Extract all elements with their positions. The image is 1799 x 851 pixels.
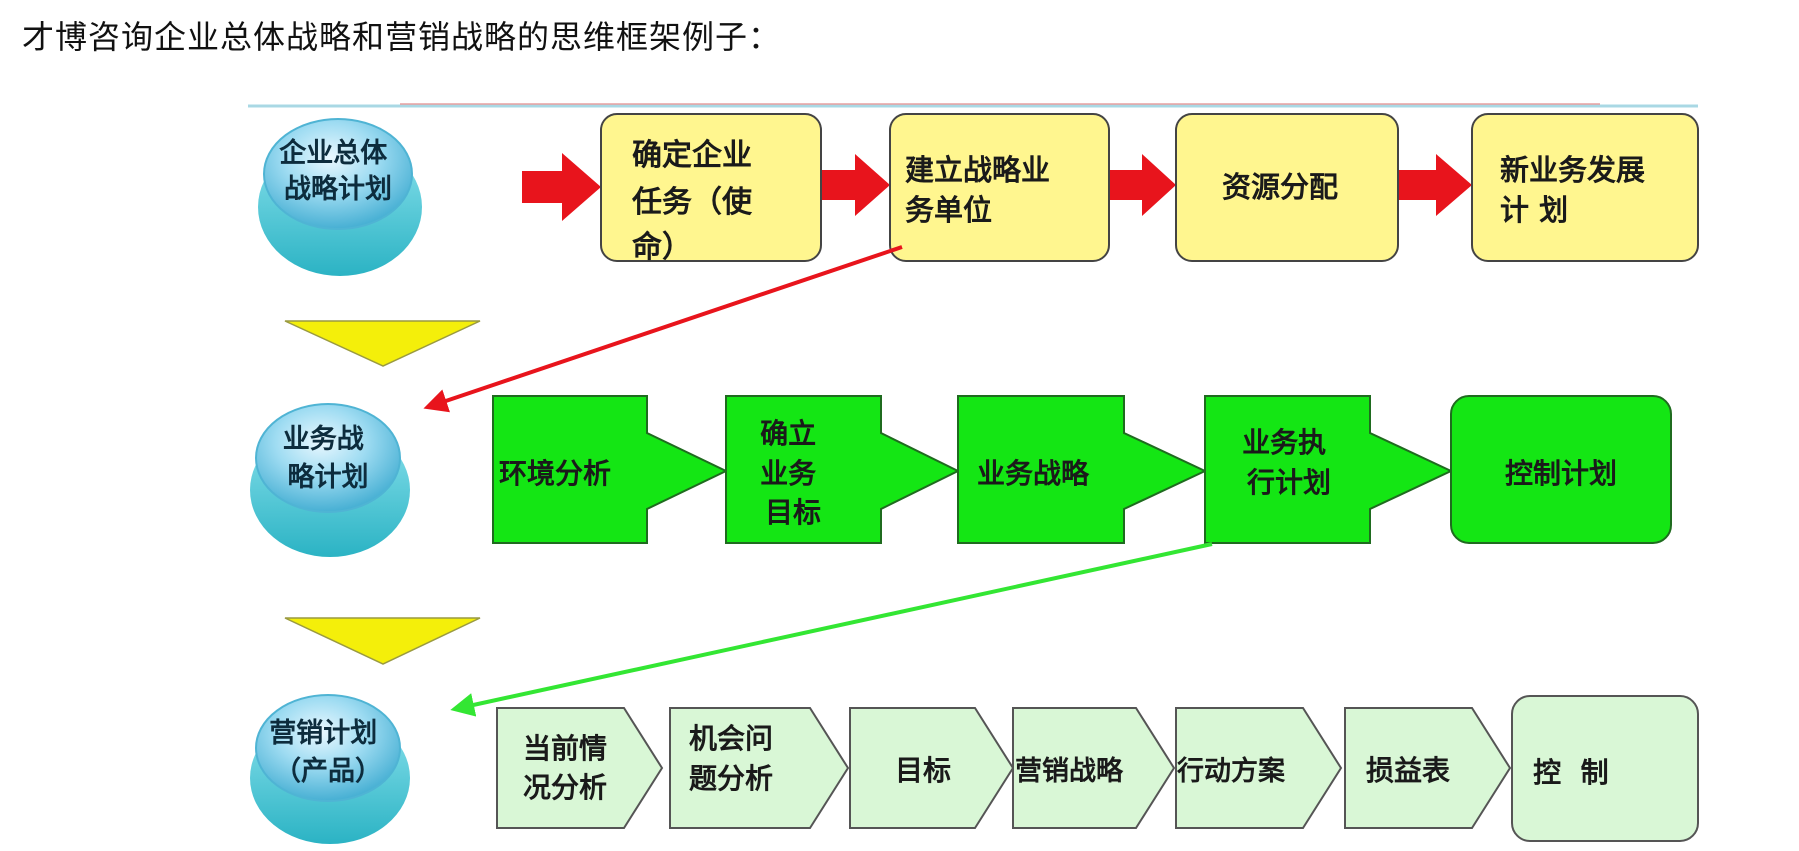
flow-arrow-red: [522, 153, 601, 221]
step-text-line: 业务: [760, 457, 816, 490]
svg-text:当前情 况分析: 当前情 况分析: [523, 732, 617, 804]
step-text-line: 控制计划: [1505, 457, 1617, 490]
step-text-line: 况分析: [523, 771, 607, 804]
svg-text:营销战略: 营销战略: [1015, 755, 1124, 787]
level-3-ellipse: 营销计划 （产品）: [250, 694, 410, 844]
svg-text:行动方案: 行动方案: [1176, 755, 1286, 787]
step-text-line: 务单位: [905, 193, 992, 227]
step-text-line: 营销战略: [1015, 755, 1124, 787]
svg-text:业务战略: 业务战略: [977, 457, 1090, 490]
svg-text:新业务发展 计 划: 新业务发展 计 划: [1500, 153, 1655, 227]
step-text-line: 确定企业: [632, 138, 752, 173]
connector-arrow-green: [450, 542, 1213, 717]
step-text-line: 题分析: [689, 762, 773, 795]
step-text-line: 当前情: [523, 732, 607, 765]
level-1-label-line: 企业总体: [279, 137, 388, 169]
step-box-sbu: 建立战略业 务单位: [889, 113, 1110, 262]
svg-text:损益表: 损益表: [1366, 754, 1450, 787]
down-triangle: [284, 617, 481, 665]
level-1-ellipse: 企业总体 战略计划: [258, 118, 422, 276]
svg-text:营销计划 （产品）: 营销计划 （产品）: [269, 718, 386, 787]
svg-text:确定企业 任务（使 命）: 确定企业 任务（使 命）: [631, 138, 762, 265]
step-opportunity-analysis: 机会问 题分析: [669, 707, 850, 829]
connector-arrow-red: [423, 245, 903, 413]
step-text-line: 控 制: [1533, 756, 1609, 789]
flow-arrow-red: [1109, 154, 1176, 216]
step-text-line: 确立: [760, 417, 816, 450]
step-text-line: 建立战略业: [905, 153, 1050, 187]
level-3-label-line: （产品）: [274, 756, 382, 787]
step-env-analysis: 环境分析: [492, 395, 729, 544]
step-control-plan: 控制计划: [1450, 395, 1672, 544]
svg-text:控制计划: 控制计划: [1505, 457, 1617, 490]
step-box-define-mission: 确定企业 任务（使 命）: [600, 113, 822, 265]
step-text-line: 目标: [895, 754, 951, 787]
step-text-line: 机会问: [689, 722, 773, 755]
step-box-resource-allocation: 资源分配: [1175, 113, 1399, 262]
level-2-label-line: 略计划: [288, 461, 369, 493]
step-text-line: 资源分配: [1222, 170, 1338, 204]
svg-text:资源分配: 资源分配: [1222, 170, 1338, 204]
flow-arrow-red: [1398, 154, 1472, 216]
step-text-line: 环境分析: [499, 457, 611, 490]
level-2-business: 业务战 略计划 环境分析 确立 业务 目标 业务战略: [250, 395, 1672, 557]
down-triangle: [284, 320, 481, 367]
level-1-corporate: 企业总体 战略计划 确定企业 任务（使 命） 建立战略业 务单位: [258, 113, 1699, 276]
svg-text:业务执 行计划: 业务执 行计划: [1242, 426, 1336, 499]
level-2-label-line: 业务战: [283, 424, 364, 455]
step-action-plan: 行动方案: [1175, 707, 1343, 829]
svg-text:控 制: 控 制: [1533, 756, 1609, 789]
step-text-line: 计 划: [1500, 193, 1568, 227]
step-text-line: 目标: [765, 496, 821, 529]
step-marketing-strategy: 营销战略: [1012, 707, 1176, 829]
step-business-goals: 确立 业务 目标: [725, 395, 961, 544]
step-text-line: 业务执: [1242, 426, 1326, 459]
step-execution-plan: 业务执 行计划: [1204, 395, 1454, 544]
step-text-line: 行计划: [1246, 466, 1331, 499]
step-text-line: 命）: [632, 230, 692, 265]
step-control: 控 制: [1511, 695, 1699, 842]
svg-text:环境分析: 环境分析: [499, 457, 611, 490]
svg-text:目标: 目标: [895, 754, 951, 787]
step-text-line: 新业务发展: [1500, 153, 1645, 187]
level-3-label-line: 营销计划: [269, 718, 377, 749]
step-text-line: 行动方案: [1176, 755, 1286, 787]
step-objectives: 目标: [849, 707, 1015, 829]
svg-text:企业总体 战略计划: 企业总体 战略计划: [279, 137, 396, 205]
flow-arrow-red: [821, 154, 890, 216]
step-current-situation: 当前情 况分析: [496, 707, 664, 829]
step-text-line: 任务（使: [631, 185, 753, 220]
level-1-label-line: 战略计划: [284, 173, 392, 205]
step-text-line: 损益表: [1366, 754, 1450, 787]
step-box-new-business: 新业务发展 计 划: [1471, 113, 1699, 262]
svg-text:确立 业务 目标: 确立 业务 目标: [760, 417, 826, 529]
step-business-strategy: 业务战略: [957, 395, 1208, 544]
level-3-marketing: 营销计划 （产品） 当前情 况分析 机会问 题分析 目标: [250, 694, 1699, 844]
svg-text:业务战 略计划: 业务战 略计划: [283, 424, 373, 493]
diagram-caption: 才博咨询企业总体战略和营销战略的思维框架例子：: [22, 18, 782, 56]
svg-text:建立战略业 务单位: 建立战略业 务单位: [905, 153, 1060, 227]
step-text-line: 业务战略: [977, 457, 1090, 490]
step-income-statement: 损益表: [1344, 707, 1512, 829]
level-2-ellipse: 业务战 略计划: [250, 403, 410, 557]
svg-text:机会问 题分析: 机会问 题分析: [689, 722, 783, 795]
